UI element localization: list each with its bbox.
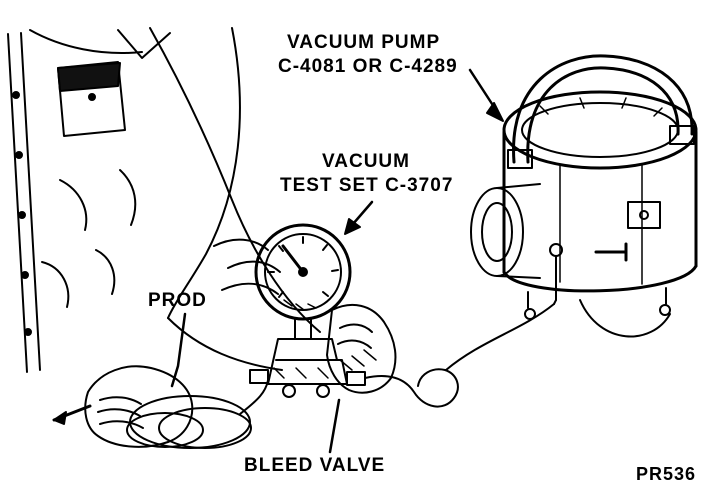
bleed-valve-label: BLEED VALVE — [244, 455, 386, 476]
connecting-tubing — [364, 299, 557, 408]
vacuum-pump-label-line1: VACUUM PUMP — [287, 32, 441, 53]
figure-number: PR536 — [636, 464, 697, 484]
prod-label: PROD — [148, 290, 207, 311]
vacuum-test-set-label-line2: TEST SET C-3707 — [280, 175, 454, 196]
vacuum-test-set-label-line1: VACUUM — [322, 151, 410, 172]
vacuum-pump-label-line2: C-4081 OR C-4289 — [278, 56, 458, 77]
gloved-hand — [326, 303, 397, 394]
callout-leaders — [170, 68, 504, 454]
manifold-bleed-valve — [249, 338, 366, 398]
vacuum-pump — [470, 54, 698, 338]
hand-with-prod — [52, 365, 269, 449]
technician-figure — [7, 27, 321, 373]
vacuum-gauge — [254, 223, 352, 340]
